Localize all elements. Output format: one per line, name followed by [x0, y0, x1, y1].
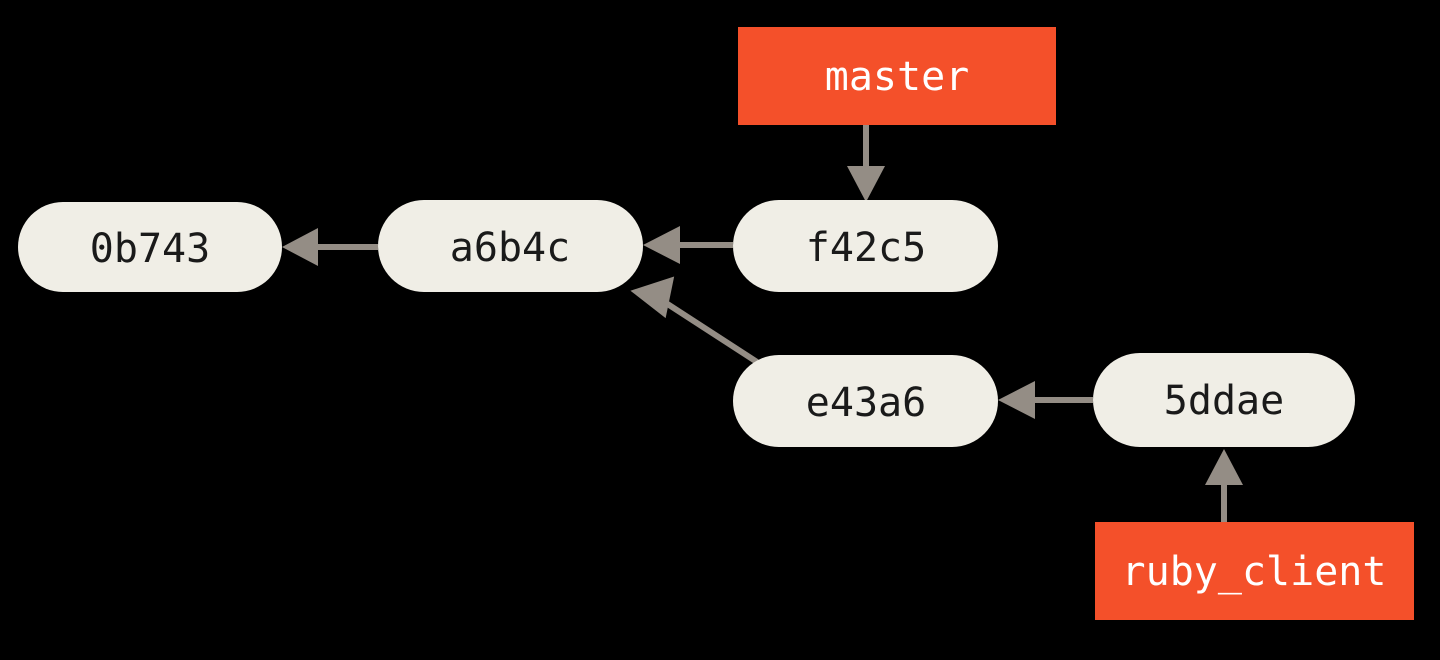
- arrowhead-icon: [282, 228, 318, 266]
- commit-node-label: 0b743: [90, 226, 210, 272]
- branch-label-layer: master ruby_client: [738, 27, 1414, 620]
- edge-line: [664, 300, 759, 365]
- branch-label-master[interactable]: master: [738, 27, 1056, 125]
- arrowhead-icon: [1205, 449, 1243, 485]
- commit-node-shape: [733, 200, 998, 292]
- commit-node-label: e43a6: [806, 380, 926, 426]
- commit-node-layer: 0b743 a6b4c f42c5 e43a6 5ddae: [18, 200, 1355, 447]
- edge-a6b4c-to-0b743: [282, 228, 378, 266]
- commit-node-a6b4c[interactable]: a6b4c: [378, 200, 643, 292]
- commit-node-label: a6b4c: [450, 225, 570, 271]
- branch-label-shape: [738, 27, 1056, 125]
- commit-node-label: f42c5: [806, 225, 926, 271]
- edge-layer: [282, 125, 1243, 522]
- arrowhead-icon: [630, 276, 675, 319]
- commit-node-f42c5[interactable]: f42c5: [733, 200, 998, 292]
- commit-node-5ddae[interactable]: 5ddae: [1093, 353, 1355, 447]
- branch-label-text: ruby_client: [1122, 549, 1387, 595]
- edge-5ddae-to-e43a6: [998, 381, 1093, 419]
- edge-master-to-f42c5: [847, 125, 885, 202]
- commit-node-shape: [1093, 353, 1355, 447]
- commit-node-0b743[interactable]: 0b743: [18, 202, 282, 292]
- branch-label-text: master: [825, 54, 970, 100]
- edge-ruby-client-to-5ddae: [1205, 449, 1243, 522]
- edge-f42c5-to-a6b4c: [643, 226, 733, 264]
- arrowhead-icon: [998, 381, 1035, 419]
- branch-label-shape: [1095, 522, 1414, 620]
- edge-e43a6-to-a6b4c: [630, 276, 759, 365]
- arrowhead-icon: [847, 166, 885, 202]
- commit-node-label: 5ddae: [1164, 378, 1284, 424]
- commit-node-e43a6[interactable]: e43a6: [733, 355, 998, 447]
- commit-node-shape: [378, 200, 643, 292]
- branch-label-ruby-client[interactable]: ruby_client: [1095, 522, 1414, 620]
- commit-node-shape: [18, 202, 282, 292]
- commit-node-shape: [733, 355, 998, 447]
- arrowhead-icon: [643, 226, 680, 264]
